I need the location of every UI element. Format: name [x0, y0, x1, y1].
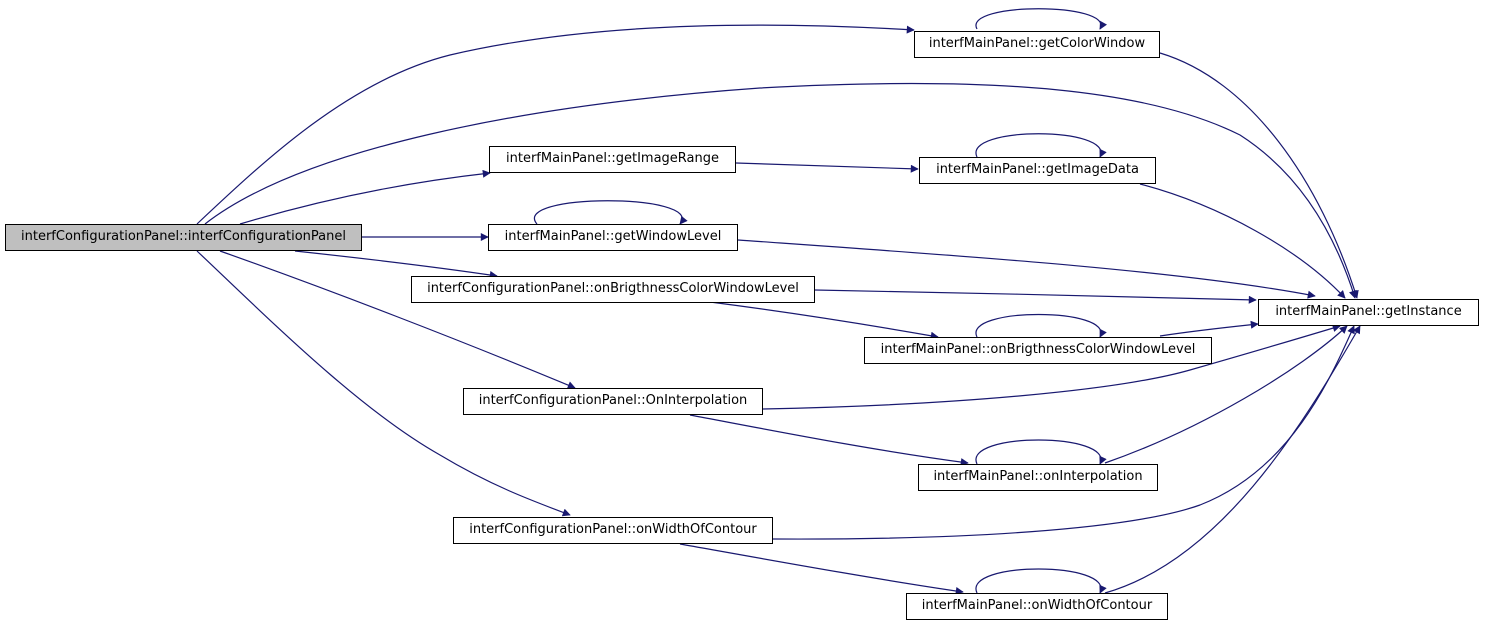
edge-cpOnBrightness-to-mpOnBrightness: [709, 301, 939, 340]
loop-mpOnBrightness: [975, 314, 1107, 338]
edge-getImageData-to-getInstance: [1139, 183, 1346, 299]
node-getWindowLevel[interactable]: interfMainPanel::getWindowLevel: [488, 224, 738, 251]
edge-mpOnBrightness-to-getInstance: [1159, 320, 1259, 337]
node-mp-onInterpolation[interactable]: interfMainPanel::onInterpolation: [918, 464, 1158, 491]
edge-root-to-cpOnBrightness: [294, 250, 498, 279]
node-getColorWindow[interactable]: interfMainPanel::getColorWindow: [914, 31, 1160, 58]
edge-mpOnInterpolation-to-getInstance: [1104, 325, 1348, 464]
edge-mpOnWidth-to-getInstance: [1104, 325, 1361, 594]
edge-cpOnBrightness-to-getInstance: [814, 289, 1257, 304]
edge-root-to-getInstance: [204, 82, 1357, 299]
node-mp-onWidthOfContour[interactable]: interfMainPanel::onWidthOfContour: [906, 593, 1168, 620]
edge-cpOnWidth-to-getInstance: [772, 325, 1355, 540]
node-mp-onBrigthnessColorWindowLevel[interactable]: interfMainPanel::onBrigthnessColorWindow…: [864, 337, 1212, 364]
loop-mpOnInterpolation: [975, 439, 1107, 465]
node-getImageData[interactable]: interfMainPanel::getImageData: [919, 157, 1156, 184]
edge-cpOnInterpolation-to-mpOnInterpolation: [689, 414, 969, 467]
edge-getColorWindow-to-getInstance: [1159, 52, 1359, 299]
node-getInstance[interactable]: interfMainPanel::getInstance: [1258, 299, 1479, 326]
loop-getColorWindow: [975, 8, 1107, 30]
node-interfConfigurationPanel-constructor: interfConfigurationPanel::interfConfigur…: [5, 224, 362, 251]
edge-root-to-cpOnInterpolation: [219, 250, 576, 389]
edge-cpOnWidth-to-mpOnWidth: [679, 543, 964, 595]
edge-getImageRange-to-getImageData: [735, 162, 919, 173]
loop-mpOnWidth: [975, 568, 1107, 594]
edge-root-to-cpOnWidth: [196, 250, 571, 517]
edge-root-to-getImageRange: [239, 169, 491, 225]
node-cp-onBrigthnessColorWindowLevel[interactable]: interfConfigurationPanel::onBrigthnessCo…: [411, 276, 815, 303]
edge-cpOnInterpolation-to-getInstance: [762, 324, 1341, 410]
node-getImageRange[interactable]: interfMainPanel::getImageRange: [489, 146, 736, 173]
loop-getWindowLevel: [533, 200, 688, 225]
loop-getImageData: [975, 133, 1107, 158]
edge-getWindowLevel-to-getInstance: [737, 239, 1316, 299]
node-cp-OnInterpolation[interactable]: interfConfigurationPanel::OnInterpolatio…: [463, 388, 763, 415]
node-cp-onWidthOfContour[interactable]: interfConfigurationPanel::onWidthOfConto…: [453, 517, 773, 544]
edge-root-to-getColorWindow: [196, 24, 915, 225]
